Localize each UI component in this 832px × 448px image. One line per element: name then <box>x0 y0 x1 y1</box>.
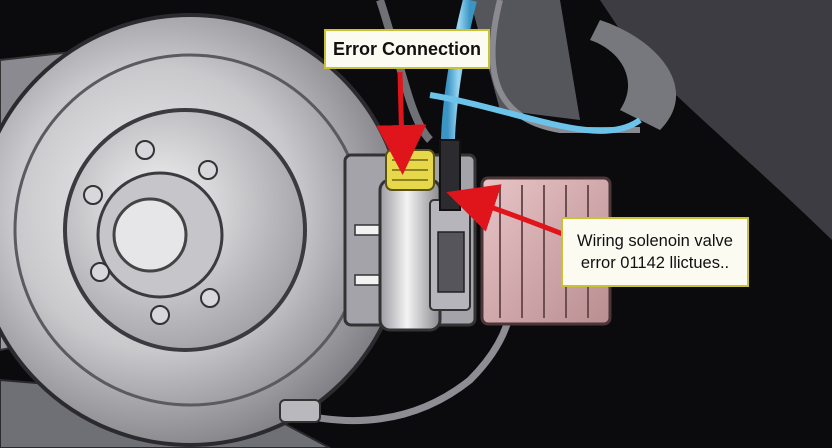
error-connection-callout: Error Connection <box>324 29 490 69</box>
line-fitting <box>279 399 321 423</box>
lug-bolts <box>83 140 220 325</box>
connector-lead <box>439 139 461 211</box>
solenoid-error-line-1: Wiring solenoin valve <box>577 232 733 250</box>
valve-coil-window <box>437 231 465 293</box>
blue-cable-branch <box>429 92 642 134</box>
error-connection-label: Error Connection <box>332 39 481 59</box>
wire-grey-2 <box>489 0 640 133</box>
solenoid-error-line-2: error 01142 llictues.. <box>580 254 730 272</box>
solenoid-error-callout: Wiring solenoin valve error 01142 llictu… <box>561 217 749 287</box>
arrow-to-connector <box>376 71 427 175</box>
bracket-upper <box>590 20 677 130</box>
hub-cap <box>112 197 188 273</box>
